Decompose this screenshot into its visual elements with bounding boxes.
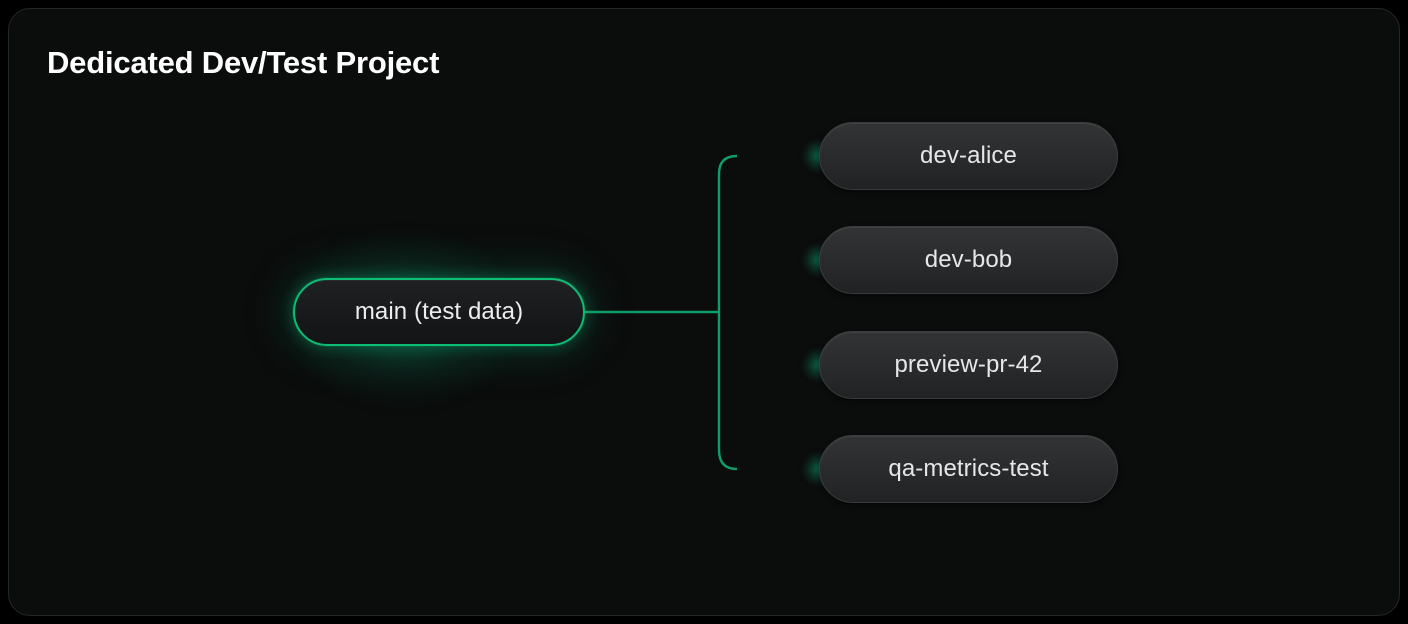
node-label-dev-bob: dev-bob: [924, 246, 1013, 273]
connector-lines: [585, 154, 821, 471]
node-main-test-data[interactable]: main (test data): [293, 278, 585, 346]
trunk-line: [717, 154, 738, 471]
node-label-preview-pr-42: preview-pr-42: [894, 351, 1043, 378]
node-label-qa-metrics-test: qa-metrics-test: [888, 455, 1049, 482]
node-dev-alice[interactable]: dev-alice: [819, 122, 1118, 190]
node-dev-bob[interactable]: dev-bob: [819, 226, 1118, 294]
diagram-panel: Dedicated Dev/Test Project: [8, 8, 1400, 616]
node-qa-metrics-test[interactable]: qa-metrics-test: [819, 435, 1118, 503]
node-preview-pr-42[interactable]: preview-pr-42: [819, 331, 1118, 399]
page-title: Dedicated Dev/Test Project: [47, 45, 440, 80]
node-label-dev-alice: dev-alice: [920, 142, 1017, 169]
node-label-main: main (test data): [354, 298, 524, 325]
